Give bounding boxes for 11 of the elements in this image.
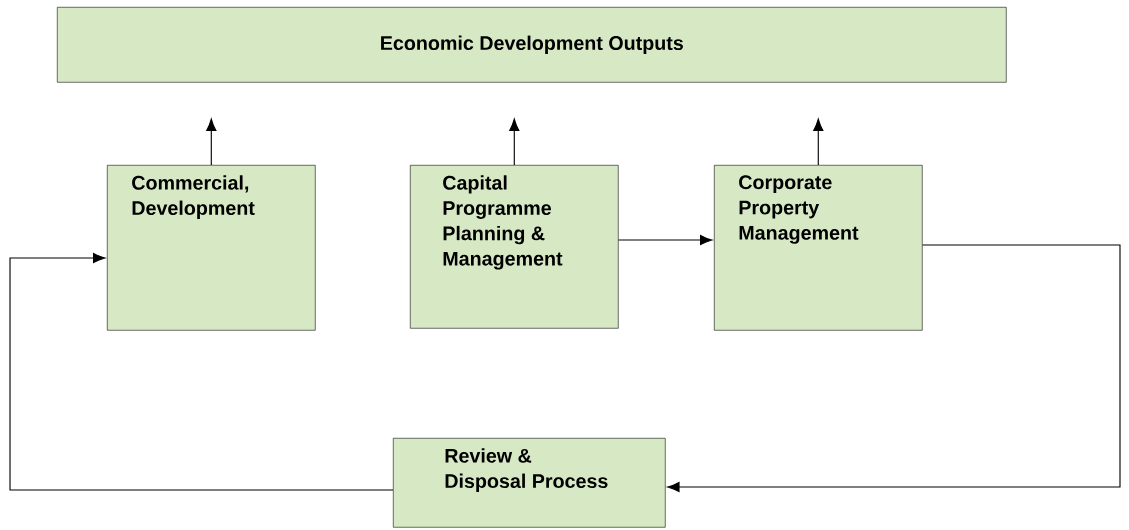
arrow <box>667 244 1121 493</box>
process-box: Capital Programme Planning & Management <box>410 165 619 329</box>
process-box: Economic Development Outputs <box>57 7 1007 83</box>
arrow <box>509 118 520 166</box>
process-box: Commercial, Development <box>107 165 316 331</box>
process-box: Corporate Property Management <box>714 165 923 331</box>
arrow <box>9 252 394 491</box>
arrow <box>206 118 217 166</box>
arrow <box>813 118 824 166</box>
arrow <box>618 234 713 246</box>
process-box: Review & Disposal Process <box>393 438 666 528</box>
